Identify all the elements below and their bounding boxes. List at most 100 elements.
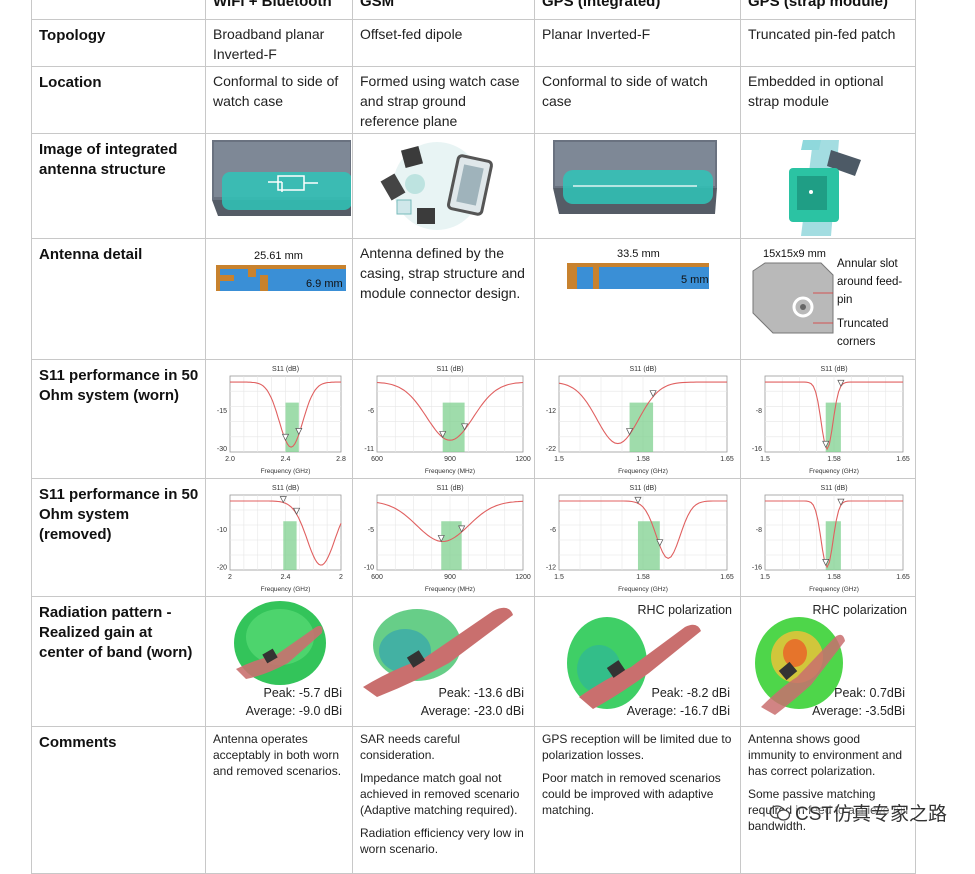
- y-tick-label: -6: [368, 408, 374, 415]
- bandwidth-region: [285, 402, 299, 452]
- row-label-antenna-detail: Antenna detail: [31, 238, 206, 360]
- bandwidth-region: [637, 521, 660, 570]
- comment-gsm-3: Radiation efficiency very low in worn sc…: [360, 826, 524, 856]
- row-label-comments: Comments: [31, 726, 206, 874]
- header-col-gsm: GSM: [352, 0, 535, 20]
- x-tick-label: 1.58: [827, 456, 841, 463]
- marker: [437, 535, 445, 543]
- y-tick-label: -12: [546, 408, 556, 415]
- x-tick-label: 1.65: [720, 456, 734, 463]
- header-empty: [31, 0, 206, 20]
- y-tick-label: -10: [217, 527, 227, 534]
- x-tick-label: 1.65: [720, 574, 734, 581]
- comment-gsm-2: Impedance match goal not achieved in rem…: [360, 771, 520, 817]
- x-tick-label: 2: [339, 574, 343, 581]
- s11-curve: [559, 500, 727, 560]
- x-tick-label: 2.8: [336, 456, 346, 463]
- s11-curve: [765, 500, 903, 569]
- row-radiation: Radiation pattern - Realized gain at cen…: [31, 596, 916, 727]
- watermark-text: CST仿真专家之路: [794, 804, 947, 825]
- location-wifi: Conformal to side of watch case: [205, 66, 353, 134]
- marker: [295, 427, 303, 436]
- polarization-gps-strap: RHC polarization: [812, 603, 907, 617]
- comment-gps-integrated-1: GPS reception will be limited due to pol…: [542, 732, 732, 762]
- marker: [625, 428, 634, 436]
- y-tick-label: -11: [364, 446, 374, 453]
- x-tick-label: 1.5: [760, 574, 770, 581]
- s11-curve: [765, 381, 903, 451]
- marker: [822, 558, 830, 567]
- image-wifi-case: [205, 133, 353, 239]
- s11-title: S11 (dB): [629, 485, 656, 492]
- gps-height-label: 5 mm: [681, 274, 709, 286]
- s11-title: S11 (dB): [629, 366, 656, 373]
- row-label-location: Location: [31, 66, 206, 134]
- comments-wifi: Antenna operates acceptably in both worn…: [205, 726, 353, 874]
- row-label-radiation: Radiation pattern - Realized gain at cen…: [31, 596, 206, 727]
- x-axis-label: Frequency (GHz): [261, 468, 311, 475]
- x-tick-label: 1.5: [760, 456, 770, 463]
- header-col-gps-strap: GPS (strap module): [740, 0, 916, 20]
- marker: [293, 507, 301, 515]
- marker: [649, 390, 657, 398]
- bandwidth-region: [825, 521, 841, 570]
- x-tick-label: 2.4: [281, 574, 291, 581]
- patch-antenna-drawing: 15x15x9 mm Annular slot around feed-pin …: [752, 248, 903, 348]
- comment-gps-strap-1: Antenna shows good immunity to environme…: [748, 732, 903, 778]
- annular-slot-label: Annular slot around feed-pin: [837, 258, 903, 306]
- x-tick-label: 1.58: [827, 574, 841, 581]
- polarization-gps-integrated: RHC polarization: [637, 603, 732, 617]
- x-tick-label: 1200: [515, 574, 531, 581]
- row-label-topology: Topology: [31, 19, 206, 67]
- s11-title: S11 (dB): [272, 485, 299, 492]
- bandwidth-region: [629, 402, 654, 452]
- x-axis-label: Frequency (MHz): [425, 586, 475, 593]
- x-tick-label: 2.4: [281, 456, 291, 463]
- image-strap-module: [740, 133, 916, 239]
- row-antenna-detail: Antenna detail 25.61 mm 6.9 mm Antenna d…: [31, 238, 916, 360]
- radiation-pattern-wifi: [234, 601, 326, 685]
- comment-gsm-1: SAR needs careful consideration.: [360, 732, 461, 762]
- average-gain-gps-strap: Average: -3.5dBi: [812, 704, 905, 718]
- radiation-pattern-gps-integrated: [567, 617, 701, 709]
- bandwidth-region: [825, 402, 841, 452]
- comments-gps-integrated: GPS reception will be limited due to pol…: [534, 726, 741, 874]
- x-axis-label: Frequency (GHz): [618, 586, 668, 593]
- y-tick-label: -16: [752, 564, 762, 571]
- image-gsm-strap: [352, 133, 535, 239]
- topology-gps-integrated: Planar Inverted-F: [534, 19, 741, 67]
- y-tick-label: -8: [756, 527, 762, 534]
- s11-curve: [558, 381, 727, 445]
- marker: [837, 379, 845, 388]
- s11-title: S11 (dB): [820, 366, 847, 373]
- x-axis-label: Frequency (GHz): [809, 586, 859, 593]
- topology-gps-strap: Truncated pin-fed patch: [740, 19, 916, 67]
- peak-gain-gps-integrated: Peak: -8.2 dBi: [651, 686, 730, 700]
- bandwidth-region: [441, 521, 462, 570]
- row-topology: Topology Broadband planar Inverted-F Off…: [31, 19, 916, 67]
- row-s11-worn: S11 performance in 50 Ohm system (worn) …: [31, 359, 916, 479]
- antenna-comparison-table: WiFi + Bluetooth GSM GPS (integrated) GP…: [31, 0, 916, 874]
- peak-gain-wifi: Peak: -5.7 dBi: [263, 686, 342, 700]
- detail-wifi: 25.61 mm 6.9 mm: [205, 238, 353, 360]
- s11-curve: [376, 381, 524, 441]
- truncated-corners-label: Truncated corners: [837, 318, 889, 348]
- marker: [634, 496, 642, 505]
- s11-title: S11 (dB): [436, 485, 463, 492]
- y-tick-label: -8: [756, 408, 762, 415]
- location-gps-integrated: Conformal to side of watch case: [534, 66, 741, 134]
- row-label-image: Image of integrated antenna structure: [31, 133, 206, 239]
- x-tick-label: 600: [371, 574, 383, 581]
- marker: [656, 539, 664, 547]
